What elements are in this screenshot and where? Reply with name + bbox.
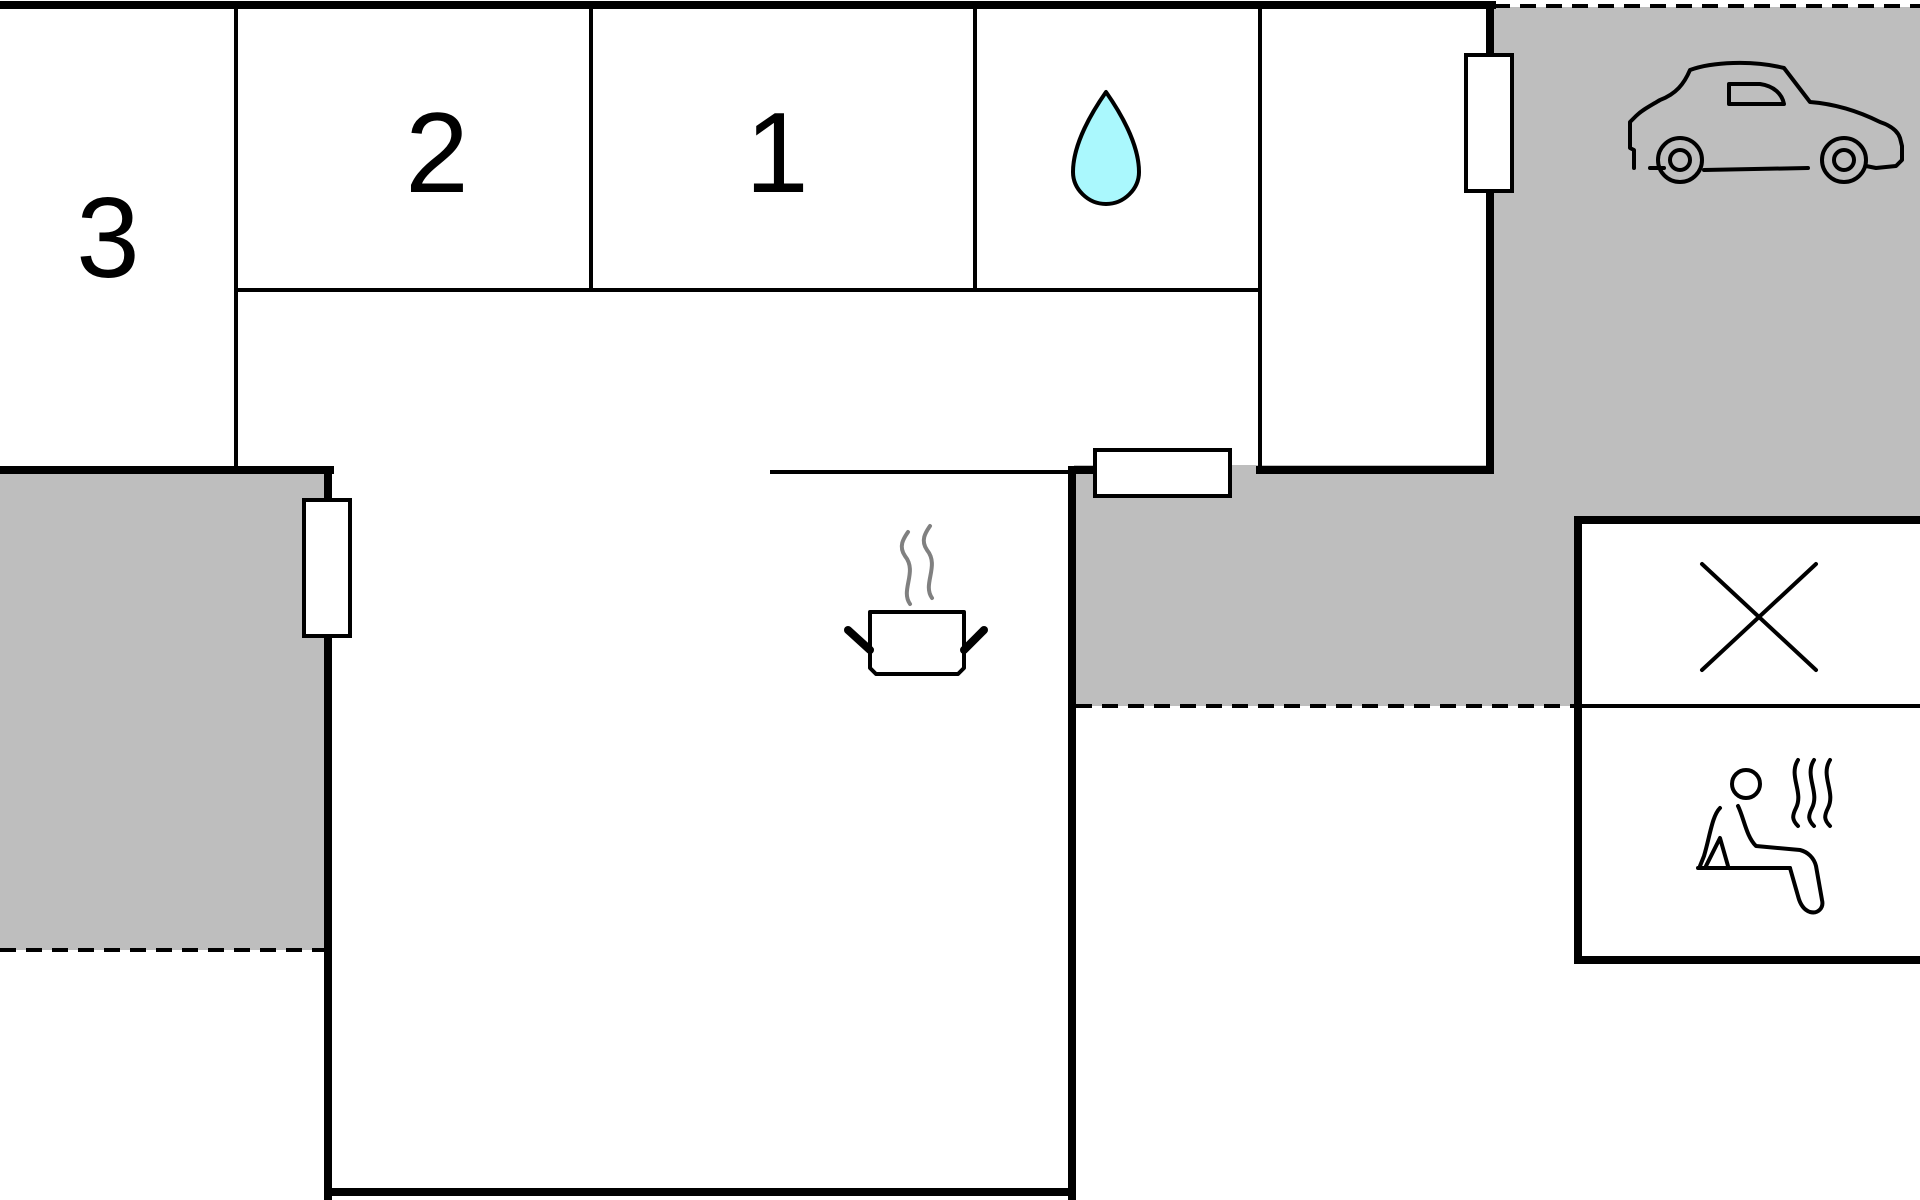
sauna-cabin-frame: [1574, 516, 1920, 964]
outer-walls: [0, 1, 1496, 1200]
cooking-pot-icon: [844, 524, 988, 676]
terrace-area-left: [0, 470, 328, 950]
carport-area: [1492, 7, 1920, 473]
cross-icon: [1700, 562, 1818, 672]
door-carport: [1464, 53, 1514, 193]
room-label-3: 3: [76, 175, 139, 302]
water-drop-icon: [1071, 90, 1141, 206]
sauna-cabin: [1574, 516, 1920, 964]
dashed-boundaries: [0, 4, 1920, 952]
doors: [302, 53, 1514, 638]
door-terrace-right: [1093, 448, 1232, 498]
door-terrace-left: [302, 498, 352, 638]
room-label-2: 2: [405, 90, 468, 217]
interior-walls: [234, 5, 1262, 474]
room-label-1: 1: [745, 90, 808, 217]
sauna-icon: [1696, 758, 1833, 915]
car-icon: [1628, 60, 1904, 184]
